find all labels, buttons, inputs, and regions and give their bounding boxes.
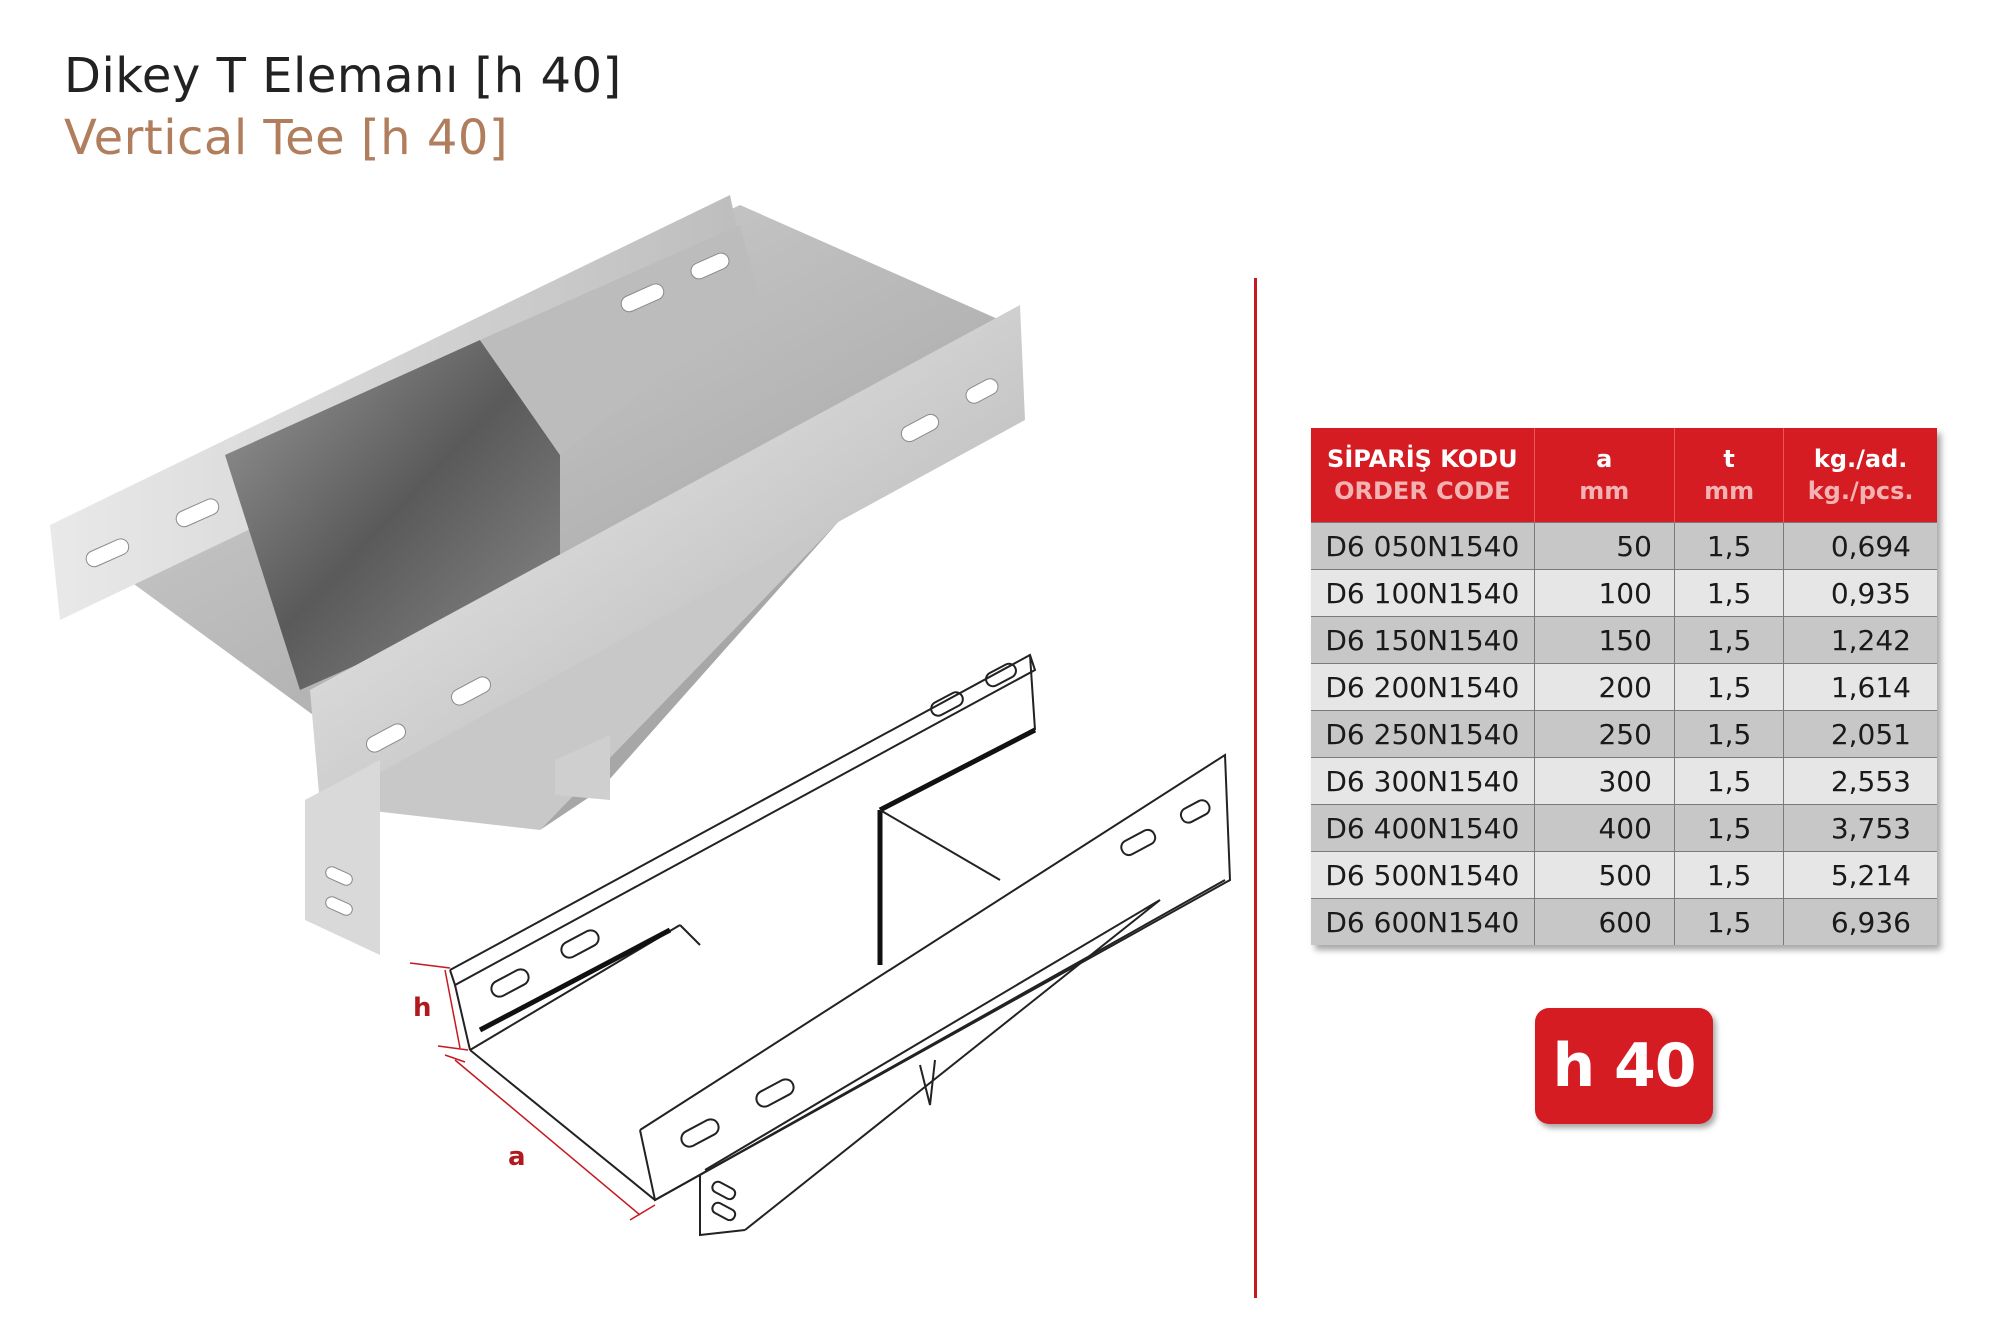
cell-order-code: D6 050N1540 (1311, 522, 1535, 570)
cell-order-code: D6 250N1540 (1311, 710, 1535, 758)
cell-t: 1,5 (1674, 663, 1785, 711)
dimension-label-h: h (413, 993, 432, 1023)
cell-weight: 1,614 (1783, 663, 1937, 711)
product-illustration (50, 195, 1232, 1237)
header-sublabel: ORDER CODE (1334, 477, 1511, 505)
header-weight: kg./ad. kg./pcs. (1783, 428, 1937, 523)
cell-weight: 0,935 (1783, 569, 1937, 617)
cell-order-code: D6 150N1540 (1311, 616, 1535, 664)
technical-drawing (449, 653, 1232, 1237)
header-label: a (1596, 444, 1613, 473)
cell-a: 500 (1534, 851, 1675, 899)
header-label: t (1723, 444, 1735, 473)
cell-a: 300 (1534, 757, 1675, 805)
header-a: a mm (1534, 428, 1675, 523)
header-t: t mm (1674, 428, 1785, 523)
cell-a: 100 (1534, 569, 1675, 617)
header-sublabel: mm (1704, 477, 1755, 505)
cell-order-code: D6 300N1540 (1311, 757, 1535, 805)
product-title-en: Vertical Tee [h 40] (64, 110, 509, 166)
cell-t: 1,5 (1674, 522, 1785, 570)
header-label: SİPARİŞ KODU (1327, 444, 1518, 473)
cell-t: 1,5 (1674, 616, 1785, 664)
height-badge: h 40 (1535, 1008, 1713, 1124)
cell-weight: 5,214 (1783, 851, 1937, 899)
cell-a: 400 (1534, 804, 1675, 852)
cell-a: 50 (1534, 522, 1675, 570)
table-header-row: SİPARİŞ KODU ORDER CODE a mm t mm kg./ad… (1311, 428, 1937, 523)
cell-weight: 6,936 (1783, 898, 1937, 945)
dimension-lines (409, 962, 656, 1221)
cell-order-code: D6 200N1540 (1311, 663, 1535, 711)
header-sublabel: mm (1579, 477, 1630, 505)
cell-order-code: D6 100N1540 (1311, 569, 1535, 617)
metal-part-render (50, 195, 1025, 955)
header-label: kg./ad. (1813, 444, 1908, 473)
cell-weight: 2,051 (1783, 710, 1937, 758)
header-sublabel: kg./pcs. (1807, 477, 1914, 505)
header-order-code: SİPARİŞ KODU ORDER CODE (1311, 428, 1535, 523)
cell-t: 1,5 (1674, 851, 1785, 899)
cell-t: 1,5 (1674, 569, 1785, 617)
cell-order-code: D6 500N1540 (1311, 851, 1535, 899)
cell-order-code: D6 400N1540 (1311, 804, 1535, 852)
dimension-label-a: a (508, 1142, 526, 1172)
product-title-tr: Dikey T Elemanı [h 40] (64, 48, 622, 104)
cell-weight: 2,553 (1783, 757, 1937, 805)
cell-t: 1,5 (1674, 898, 1785, 945)
cell-weight: 0,694 (1783, 522, 1937, 570)
order-code-table: SİPARİŞ KODU ORDER CODE a mm t mm kg./ad… (1311, 428, 1937, 945)
cell-t: 1,5 (1674, 757, 1785, 805)
cell-a: 200 (1534, 663, 1675, 711)
cell-a: 150 (1534, 616, 1675, 664)
cell-order-code: D6 600N1540 (1311, 898, 1535, 945)
cell-a: 600 (1534, 898, 1675, 945)
cell-t: 1,5 (1674, 804, 1785, 852)
cell-weight: 3,753 (1783, 804, 1937, 852)
cell-t: 1,5 (1674, 710, 1785, 758)
vertical-divider (1254, 278, 1257, 1298)
cell-weight: 1,242 (1783, 616, 1937, 664)
cell-a: 250 (1534, 710, 1675, 758)
